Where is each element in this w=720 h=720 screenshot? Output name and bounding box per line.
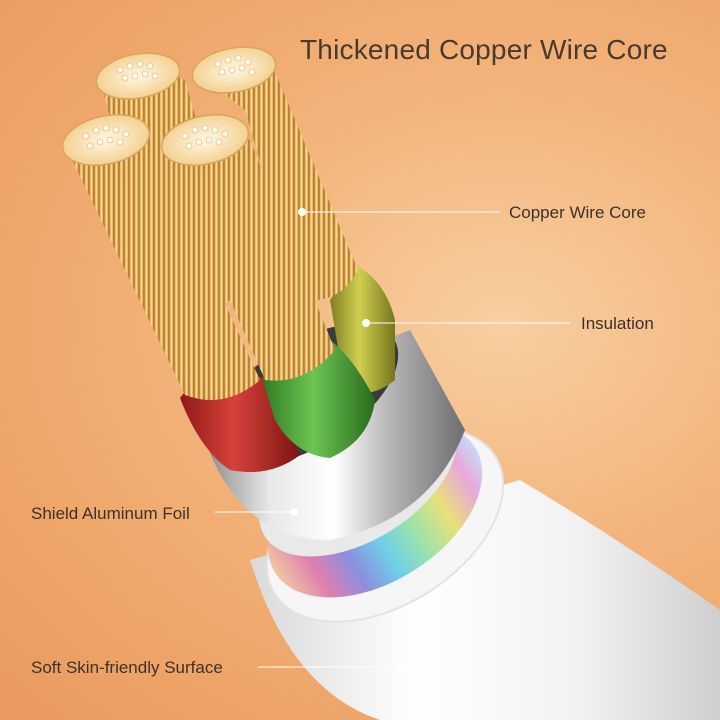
callout-soft-surface: Soft Skin-friendly Surface [31,658,223,677]
callout-shield-aluminum-foil: Shield Aluminum Foil [31,504,190,523]
callout-insulation: Insulation [581,314,654,333]
callout-copper-wire-core: Copper Wire Core [509,203,646,222]
page-title: Thickened Copper Wire Core [300,34,668,65]
